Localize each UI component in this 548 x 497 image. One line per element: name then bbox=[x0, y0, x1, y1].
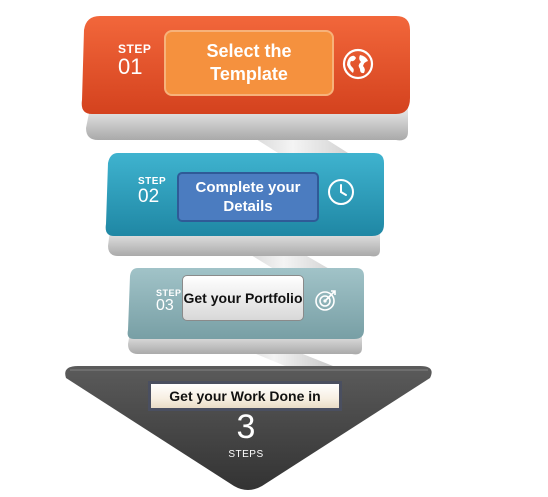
step-1-label: STEP 01 bbox=[118, 42, 151, 78]
steps-count-word: STEPS bbox=[228, 449, 264, 460]
ribbon-2-curl bbox=[108, 230, 380, 257]
step-1-word: STEP bbox=[118, 42, 152, 56]
step-3-label: STEP 03 bbox=[156, 288, 182, 314]
step-2-word: STEP bbox=[138, 176, 167, 187]
globe-icon bbox=[342, 48, 374, 80]
steps-count: 3 bbox=[236, 408, 256, 446]
step-3-box: Get your Portfolio bbox=[182, 275, 304, 321]
target-icon bbox=[315, 290, 336, 311]
ribbon-1-curl bbox=[86, 108, 408, 141]
clock-icon bbox=[328, 179, 354, 205]
step-2-box: Complete your Details bbox=[177, 172, 319, 222]
step-3-word: STEP bbox=[156, 288, 182, 298]
step-1-box: Select the Template bbox=[164, 30, 334, 96]
step-2-label: STEP 02 bbox=[138, 176, 166, 206]
summary-box: Get your Work Done in bbox=[148, 381, 342, 411]
step-3-number: 03 bbox=[156, 297, 174, 314]
step-2-number: 02 bbox=[138, 186, 160, 207]
step-1-number: 01 bbox=[118, 54, 143, 79]
